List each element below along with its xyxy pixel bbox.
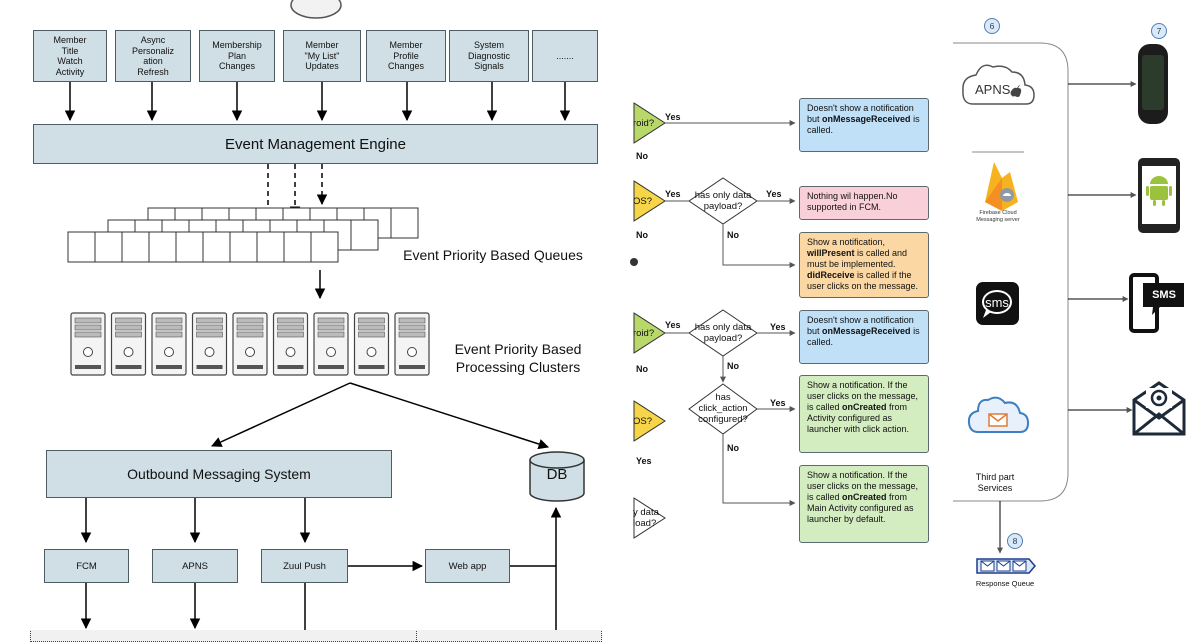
server-rack: [110, 312, 147, 376]
decision-data-payload-cut-label: y data load?: [633, 507, 659, 529]
decision-ios-1-label: OS?: [633, 196, 653, 207]
third-party-panel: [953, 42, 1069, 502]
yes-label: Yes: [665, 189, 681, 199]
channel-down-arrows: [80, 583, 201, 630]
no-label: No: [636, 364, 648, 374]
yes-label: Yes: [766, 189, 782, 199]
step-6-badge: 6: [984, 18, 1000, 34]
step-7-badge: 7: [1151, 23, 1167, 39]
source-my-list-updates: Member "My List" Updates: [283, 30, 361, 82]
no-label: No: [636, 151, 648, 161]
server-rack: [70, 312, 106, 376]
email-device-icon: [1132, 381, 1186, 436]
decision-ios-2-label: OS?: [633, 416, 653, 427]
no-label: No: [727, 230, 739, 240]
channel-fcm: FCM: [44, 549, 129, 583]
outbound-messaging-system: Outbound Messaging System: [46, 450, 392, 498]
source-async-personalization-refresh: Async Personaliz ation Refresh: [115, 30, 191, 82]
start-node: [290, 0, 342, 19]
engine-queue-arrows: [262, 164, 328, 230]
response-queue-label: Response Queue: [975, 579, 1035, 588]
note-click-action-launcher: Show a notification. If the user clicks …: [799, 375, 929, 453]
decision-click-action-label: has click_action configured?: [698, 392, 748, 425]
iphone-device-icon: [1138, 44, 1168, 124]
source-more: .......: [532, 30, 598, 82]
db-cylinder: [529, 451, 585, 502]
server-rack: [272, 312, 309, 376]
yes-label: Yes: [770, 322, 786, 332]
service-arrows: [997, 81, 1137, 554]
source-arrows: [64, 82, 571, 122]
decision-data-payload-2-label: has only data payload?: [694, 322, 752, 344]
note-ios-will-present: Show a notification, willPresent is call…: [799, 232, 929, 298]
decision-android-2-label: roid?: [633, 328, 655, 339]
event-management-engine: Event Management Engine: [33, 124, 598, 164]
note-android-data-payload: Doesn't show a notification but onMessag…: [799, 310, 929, 364]
apns-cloud-icon: [962, 64, 1035, 105]
server-rack: [353, 312, 390, 376]
clusters-label: Event Priority Based Processing Clusters: [454, 341, 582, 375]
yes-label: Yes: [636, 456, 652, 466]
source-system-diagnostic-signals: System Diagnostic Signals: [449, 30, 529, 82]
channel-apns: APNS: [152, 549, 238, 583]
firebase-icon: [985, 162, 1018, 211]
server-rack: [151, 312, 187, 376]
server-rack: [232, 312, 268, 376]
db-label: DB: [546, 466, 568, 483]
third-party-services-label: Third part Services: [975, 472, 1015, 493]
fcm-caption: Firebase Cloud Messaging server: [976, 210, 1020, 223]
source-member-profile-changes: Member Profile Changes: [366, 30, 446, 82]
email-cloud-icon: [967, 396, 1030, 433]
server-rack: [313, 312, 349, 376]
sms-service-label: sms: [985, 295, 1009, 310]
yes-label: Yes: [770, 398, 786, 408]
queues-label: Event Priority Based Queues: [403, 247, 583, 263]
channel-zuul-push: Zuul Push: [261, 549, 348, 583]
outbound-channel-arrows: [80, 498, 311, 544]
sms-device-icon: [1129, 273, 1184, 333]
note-main-activity-launcher: Show a notification. If the user clicks …: [799, 465, 929, 543]
step-8-badge: 8: [1007, 533, 1023, 549]
yes-label: Yes: [665, 112, 681, 122]
server-cluster: [70, 312, 430, 376]
response-queue-icon: [976, 558, 1036, 574]
cluster-to-outbound-arrow: [211, 382, 351, 447]
server-rack: [191, 312, 228, 376]
source-membership-plan-changes: Membership Plan Changes: [199, 30, 275, 82]
android-device-icon: [1138, 158, 1180, 233]
web-app: Web app: [425, 549, 510, 583]
sms-service-icon: [976, 282, 1019, 325]
note-ios-nothing-happens: Nothing wil happen.No supported in FCM.: [799, 186, 929, 220]
no-label: No: [636, 230, 648, 240]
decision-android-1-label: roid?: [633, 118, 655, 129]
apns-label: APNS: [975, 82, 1011, 97]
source-member-title-watch-activity: Member Title Watch Activity: [33, 30, 107, 82]
queue-stacks: [67, 207, 419, 263]
flowchart-diamonds: [633, 102, 758, 539]
server-rack: [394, 312, 430, 376]
yes-label: Yes: [665, 320, 681, 330]
note-android-message-received: Doesn't show a notification but onMessag…: [799, 98, 929, 152]
flow-connector-dot: [630, 258, 638, 266]
cluster-to-db-arrow: [349, 382, 549, 450]
no-label: No: [727, 443, 739, 453]
no-label: No: [727, 361, 739, 371]
decision-data-payload-1-label: has only data payload?: [694, 190, 752, 212]
flowchart-connectors: [665, 120, 796, 506]
sms-device-label: SMS: [1152, 289, 1176, 301]
